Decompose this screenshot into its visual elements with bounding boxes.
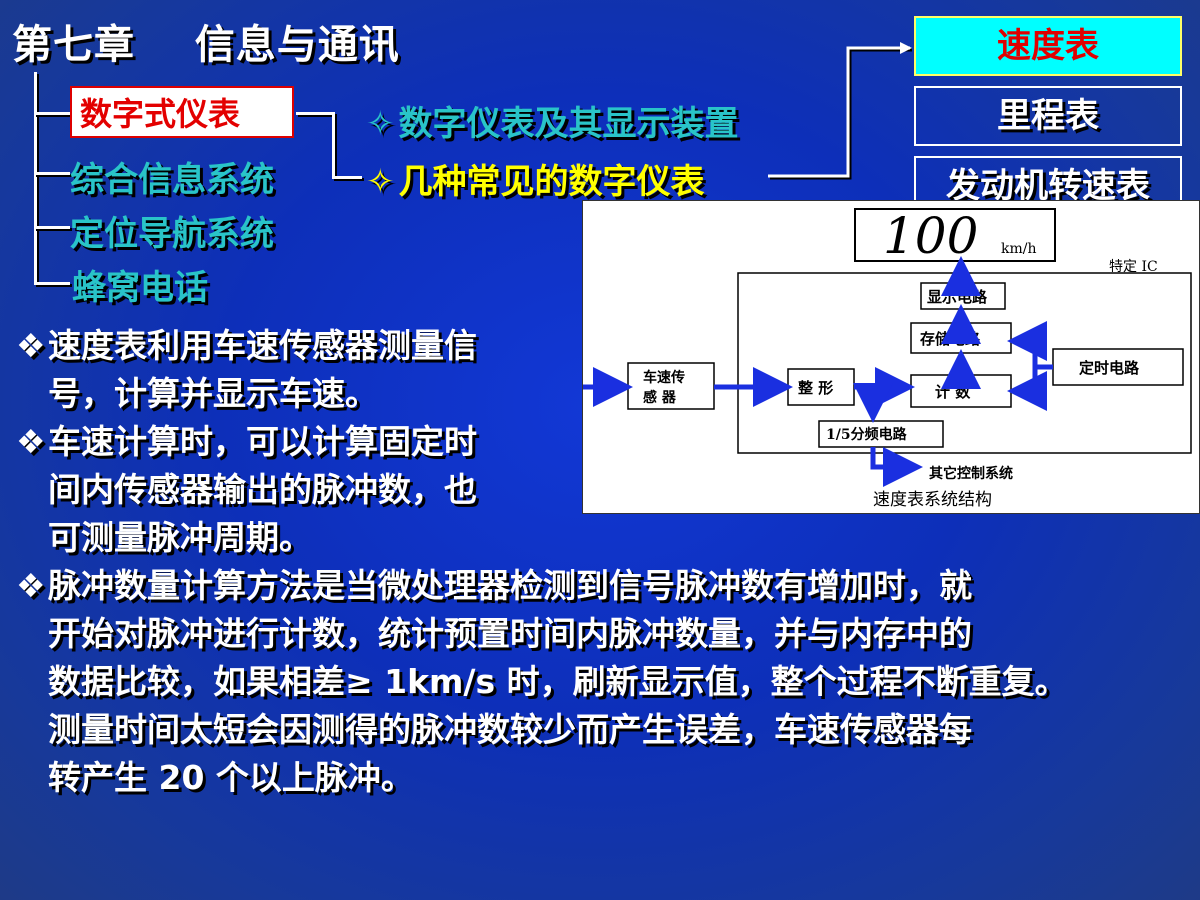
box-tachometer[interactable]: 发动机转速表	[914, 156, 1182, 204]
slide-title: 第七章 信息与通讯	[12, 22, 400, 68]
display-digits: 100	[883, 207, 978, 265]
bullet-text-cont: 转产生 20 个以上脉冲。	[48, 758, 414, 797]
tree-node-cellphone[interactable]: 蜂窝电话	[72, 268, 208, 308]
box-odometer[interactable]: 里程表	[914, 86, 1182, 146]
tree-branch-1	[34, 112, 70, 115]
bullet-text-cont: 间内传感器输出的脉冲数，也	[48, 470, 477, 509]
bullet-text-cont: 开始对脉冲进行计数，统计预置时间内脉冲数量，并与内存中的	[48, 614, 972, 653]
block-sensor-line2: 感 器	[643, 389, 677, 406]
tree-branch-2	[34, 172, 70, 175]
bullet-text: 速度表利用车速传感器测量信	[48, 326, 477, 365]
tree-node-navigation[interactable]: 定位导航系统	[70, 214, 274, 254]
diagram-caption: 速度表系统结构	[873, 490, 992, 510]
bullet-mark: ❖	[16, 566, 46, 605]
tree-trunk	[34, 72, 37, 284]
bullet-text-cont: 可测量脉冲周期。	[48, 518, 312, 557]
block-display-circuit: 显示电路	[927, 288, 988, 306]
ic-label: 特定 IC	[1109, 259, 1158, 275]
bullet-text-cont: 测量时间太短会因测得的脉冲数较少而产生误差，车速传感器每	[48, 710, 972, 749]
tree-branch-3	[34, 226, 70, 229]
bullet-text-cont: 号，计算并显示车速。	[48, 374, 378, 413]
tree-node-digital-instruments[interactable]: 数字式仪表	[70, 86, 294, 138]
star-mark: ✧	[366, 162, 395, 202]
subtopic-label: 数字仪表及其显示装置	[398, 104, 739, 144]
bullet-speedometer-principle: ❖速度表利用车速传感器测量信 号，计算并显示车速。	[16, 322, 576, 418]
connector-h2	[332, 176, 362, 179]
bullet-mark: ❖	[16, 326, 46, 365]
block-sensor-line1: 车速传	[643, 369, 685, 386]
bullet-mark: ❖	[16, 422, 46, 461]
arrow-to-speedometer	[768, 42, 912, 180]
block-counter: 计 数	[935, 383, 971, 401]
bullet-text: 车速计算时，可以计算固定时	[48, 422, 477, 461]
box-speedometer[interactable]: 速度表	[914, 16, 1182, 76]
bullet-pulse-counting: ❖脉冲数量计算方法是当微处理器检测到信号脉冲数有增加时，就 开始对脉冲进行计数，…	[16, 562, 1196, 802]
speedometer-system-diagram: 100 km/h 特定 IC 显示电路 存储电路 车速传 感 器 整 形 计 数…	[582, 200, 1200, 514]
connector-h1	[296, 112, 334, 115]
subtopic-digital-display[interactable]: ✧数字仪表及其显示装置	[366, 96, 739, 145]
connector-v1	[332, 112, 335, 178]
block-shaping: 整 形	[798, 379, 833, 397]
block-other-systems: 其它控制系统	[929, 465, 1013, 482]
block-storage-circuit: 存储电路	[920, 330, 981, 348]
diagram-svg: 100 km/h 特定 IC 显示电路 存储电路 车速传 感 器 整 形 计 数…	[583, 207, 1192, 510]
block-timer: 定时电路	[1079, 359, 1140, 377]
subtopic-label: 几种常见的数字仪表	[398, 162, 705, 202]
bullet-text: 脉冲数量计算方法是当微处理器检测到信号脉冲数有增加时，就	[48, 566, 972, 605]
star-mark: ✧	[366, 104, 395, 144]
subtopic-common-instruments[interactable]: ✧几种常见的数字仪表	[366, 154, 705, 203]
tree-branch-4	[34, 282, 70, 285]
tree-node-integrated-info[interactable]: 综合信息系统	[70, 160, 274, 200]
display-unit: km/h	[1001, 241, 1037, 257]
bullet-speed-calculation: ❖车速计算时，可以计算固定时 间内传感器输出的脉冲数，也 可测量脉冲周期。	[16, 418, 576, 562]
bullet-text-cont: 数据比较，如果相差≥ 1km/s 时，刷新显示值，整个过程不断重复。	[48, 662, 1068, 701]
block-divider: 1/5分频电路	[826, 426, 908, 443]
